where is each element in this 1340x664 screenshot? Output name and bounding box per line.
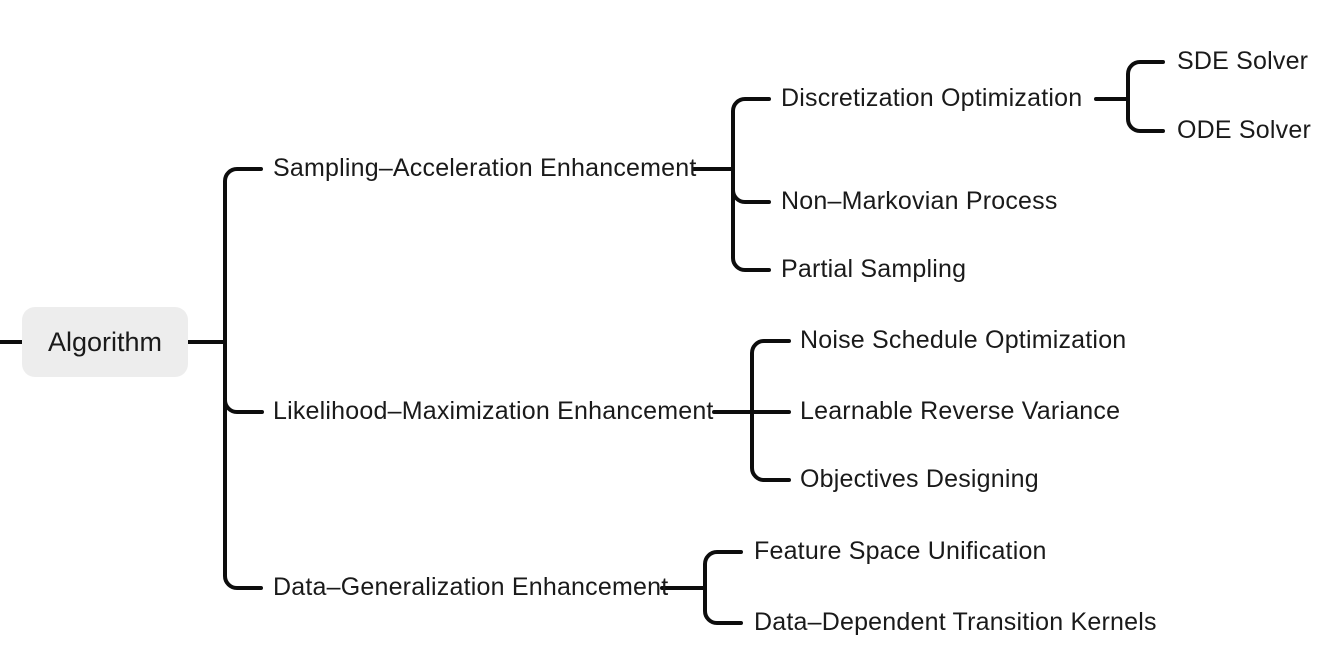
level1-trunk-line [223,167,263,590]
node-feature-space-unification: Feature Space Unification [754,536,1047,565]
node-discretization-optimization: Discretization Optimization [781,83,1083,112]
node-partial-sampling: Partial Sampling [781,254,967,283]
discretization-children-trunk-line [1126,60,1165,133]
node-algorithm-label: Algorithm [47,326,163,357]
node-algorithm: Algorithm [22,307,188,377]
data-children-trunk-line [703,550,743,625]
node-data-generalization-enhancement: Data–Generalization Enhancement [273,572,669,601]
node-ode-solver: ODE Solver [1177,115,1311,144]
sampling-children-trunk-line [731,97,771,272]
node-noise-schedule-optimization: Noise Schedule Optimization [800,325,1127,354]
node-non-markovian-process: Non–Markovian Process [781,186,1058,215]
node-objectives-designing: Objectives Designing [800,464,1039,493]
node-sde-solver: SDE Solver [1177,46,1309,75]
node-learnable-reverse-variance: Learnable Reverse Variance [800,396,1121,425]
level1-likelihood-branch-line [223,398,264,414]
node-data-dependent-transition-kernels: Data–Dependent Transition Kernels [754,607,1157,636]
sampling-middle-child-stub-line [731,188,771,204]
node-likelihood-maximization-enhancement: Likelihood–Maximization Enhancement [273,396,714,425]
node-sampling-acceleration-enhancement: Sampling–Acceleration Enhancement [273,153,697,182]
